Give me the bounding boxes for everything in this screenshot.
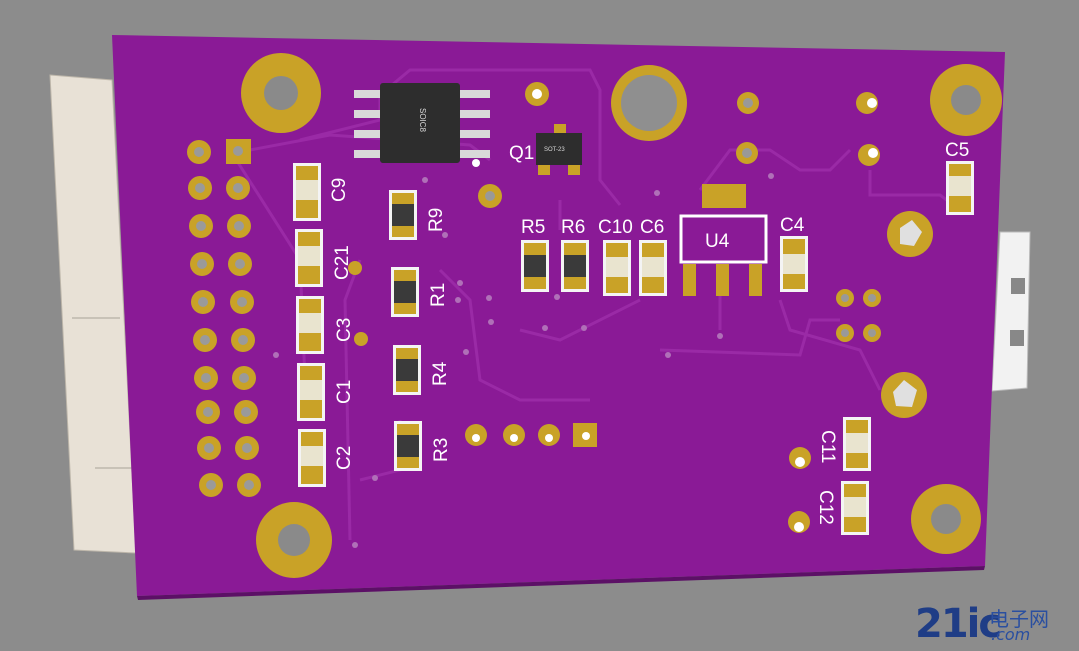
tiny-vias [273, 173, 774, 548]
right-connector-housing [991, 231, 1031, 392]
label-c10: C10 [598, 217, 633, 238]
resistor-r5 [521, 240, 549, 292]
regulator-u4 [679, 184, 768, 296]
resistor-r6 [561, 240, 589, 292]
label-c3: C3 [334, 318, 355, 342]
resistor-r3 [394, 421, 422, 471]
capacitor-c2 [298, 429, 326, 487]
label-c21: C21 [332, 245, 353, 280]
capacitor-c12 [841, 481, 869, 535]
right-connector-slot [1011, 278, 1025, 294]
mounting-hole [930, 64, 1002, 136]
transistor-q1 [536, 124, 582, 175]
via-pads [348, 82, 881, 533]
label-r6: R6 [561, 217, 585, 238]
label-c5: C5 [945, 140, 969, 161]
mounting-hole-large [611, 65, 687, 141]
capacitor-c10 [603, 240, 631, 296]
label-c4: C4 [780, 215, 805, 236]
mounting-hole [241, 53, 321, 133]
label-c9: C9 [329, 178, 350, 202]
chip-marking-sot23: SOT-23 [544, 147, 565, 153]
label-c11: C11 [817, 430, 838, 463]
capacitor-c5 [946, 161, 974, 215]
resistor-r4 [393, 345, 421, 395]
watermark-number: 21ic [915, 601, 1002, 647]
label-r1: R1 [428, 283, 449, 307]
label-c2: C2 [334, 446, 355, 470]
label-c1: C1 [334, 380, 355, 404]
capacitor-c4 [780, 236, 808, 292]
pcb-board-edge [137, 566, 985, 600]
watermark-chinese: 电子网 [989, 607, 1049, 631]
label-r3: R3 [431, 438, 452, 462]
mounting-hole [911, 484, 981, 554]
pin-header-holes [194, 146, 254, 490]
capacitor-c6 [639, 240, 667, 296]
capacitor-c9 [293, 163, 321, 221]
resistor-r1 [391, 267, 419, 317]
label-r9: R9 [426, 208, 447, 232]
label-c6: C6 [640, 217, 664, 238]
capacitor-c3 [296, 296, 324, 354]
label-c12: C12 [815, 490, 836, 525]
label-q1: Q1 [509, 143, 534, 164]
four-pin-header [465, 423, 597, 447]
mounting-hole [256, 502, 332, 578]
capacitor-c21 [295, 229, 323, 287]
watermark-domain: .com [991, 625, 1031, 644]
label-r4: R4 [430, 361, 451, 386]
screw-hole [881, 372, 927, 418]
right-connector-slot [1010, 330, 1024, 346]
capacitor-c11 [843, 417, 871, 471]
resistor-r9 [389, 190, 417, 240]
label-r5: R5 [521, 217, 545, 238]
soic8-chip [354, 83, 490, 167]
pcb-board [112, 35, 1005, 596]
watermark-logo: 21ic 电子网 .com [909, 601, 1069, 647]
chip-marking-soic8: SOIC8 [418, 108, 427, 133]
capacitor-c1 [297, 363, 325, 421]
screw-hole [887, 211, 933, 257]
label-u4: U4 [705, 231, 730, 252]
